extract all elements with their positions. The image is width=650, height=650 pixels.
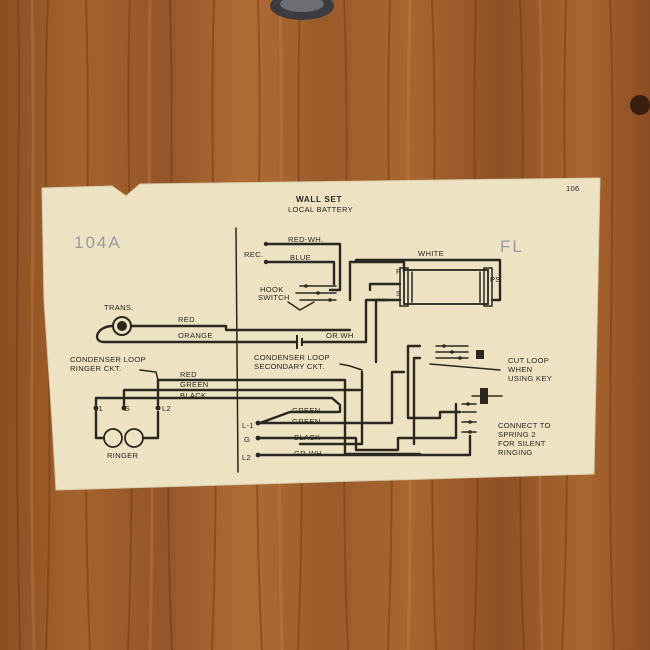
label-green-2: GREEN: [292, 417, 321, 426]
label-terminal-l2: L2: [242, 453, 251, 462]
label-orange: ORANGE: [178, 331, 213, 340]
label-terminal-l1: L-1: [242, 421, 254, 430]
label-cut-loop-3: USING KEY: [508, 374, 552, 383]
label-gr-wh: GR-WH.: [294, 449, 324, 458]
wood-hole: [630, 95, 650, 115]
label-condenser-loop-sec-2: SECONDARY CKT.: [254, 362, 325, 371]
ringing-key: [461, 388, 503, 434]
label-blue: BLUE: [290, 253, 311, 262]
label-ringer: RINGER: [107, 451, 139, 460]
pencil-mark-initials: FL: [500, 237, 524, 256]
label-trans: TRANS.: [104, 303, 134, 312]
label-connect-2: SPRING 2: [498, 430, 536, 439]
label-hook-1: HOOK: [260, 285, 284, 294]
label-red-trans: RED: [178, 315, 195, 324]
label-green: GREEN: [180, 380, 209, 389]
label-rec: REC.: [244, 250, 263, 259]
cut-loop-key: [429, 344, 501, 371]
corner-number: 106: [566, 184, 580, 193]
hook-switch: [287, 284, 337, 311]
divider-line: [235, 227, 239, 473]
label-red-wh: RED-WH.: [288, 235, 323, 244]
label-connect-1: CONNECT TO: [498, 421, 551, 430]
label-hook-2: SWITCH: [258, 293, 290, 302]
label-terminal-g: G: [244, 435, 250, 444]
label-condenser-loop-ringer-1: CONDENSER LOOP: [70, 355, 146, 364]
label-l2: L2: [162, 404, 171, 413]
label-white: WHITE: [418, 249, 444, 258]
label-g: G: [124, 404, 130, 413]
label-black: BLACK: [180, 391, 206, 400]
diagram-title: WALL SET: [296, 195, 342, 204]
label-or-wh: OR.WH: [326, 331, 354, 340]
label-condenser-loop-sec-1: CONDENSER LOOP: [254, 353, 330, 362]
diagram-subtitle: LOCAL BATTERY: [288, 205, 353, 214]
label-ps: PS: [490, 275, 501, 284]
label-s: S: [396, 289, 401, 298]
label-red: RED: [180, 370, 197, 379]
label-cut-loop-2: WHEN: [508, 365, 532, 374]
induction-coil: [399, 267, 493, 307]
label-green-1: GREEN: [292, 406, 321, 415]
pencil-mark-model: 104A: [74, 233, 122, 252]
label-connect-3: FOR SILENT: [498, 439, 546, 448]
label-cut-loop-1: CUT LOOP: [508, 356, 549, 365]
label-p: P: [396, 267, 401, 276]
label-condenser-loop-ringer-2: RINGER CKT.: [70, 364, 121, 373]
label-connect-4: RINGING: [498, 448, 533, 457]
